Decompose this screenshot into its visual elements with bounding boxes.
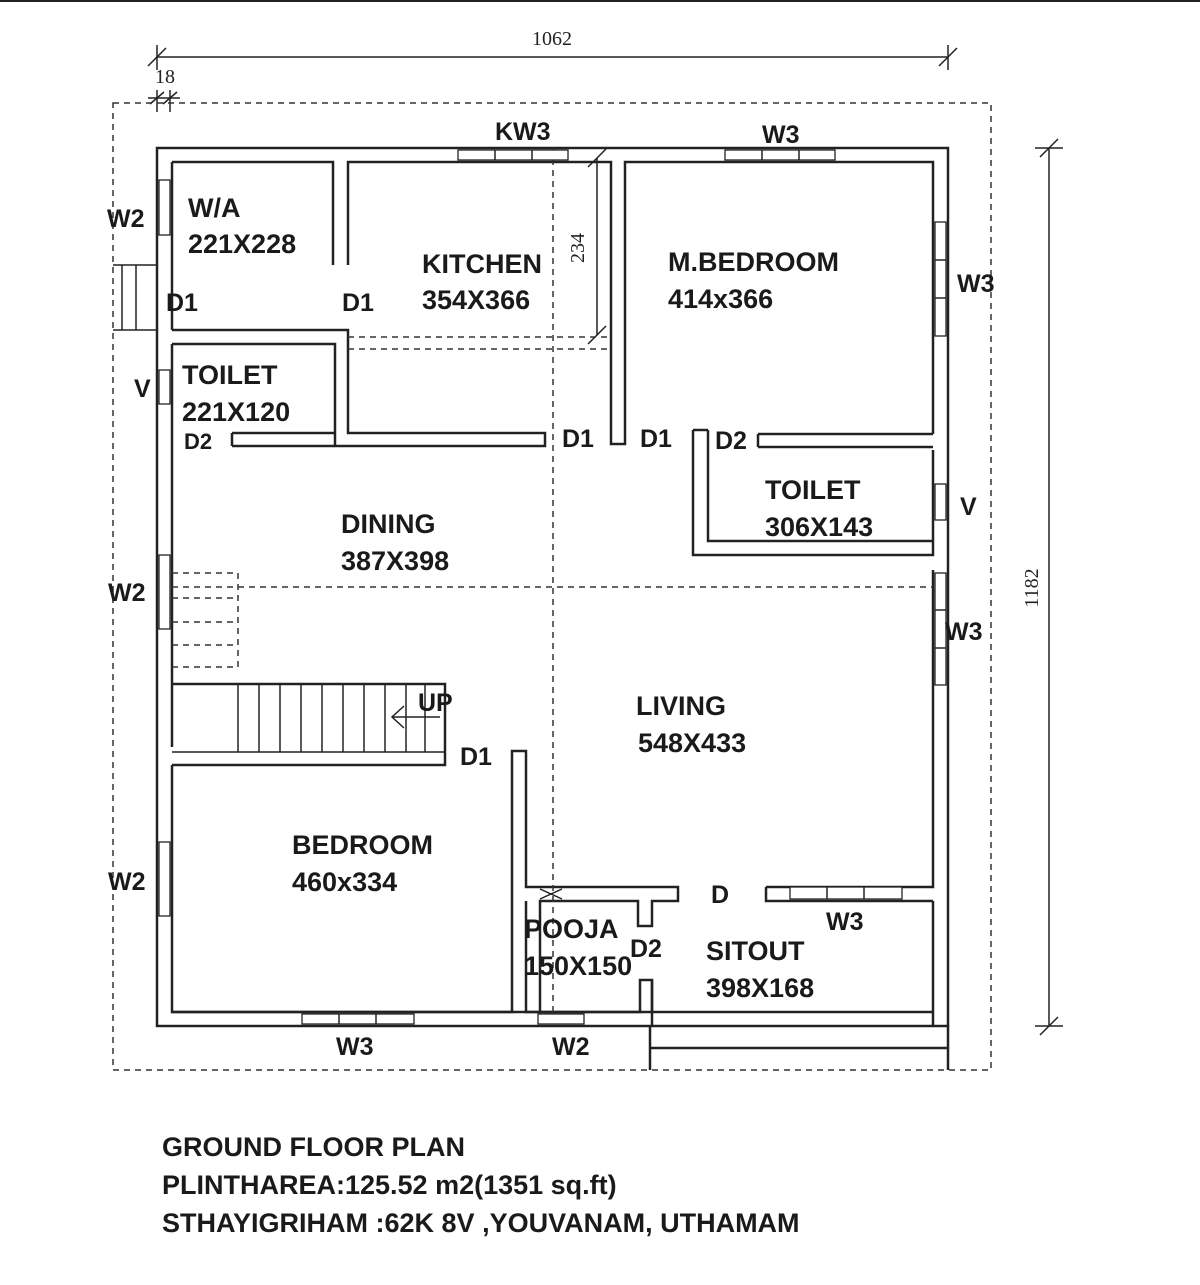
room-name-kitchen: KITCHEN xyxy=(422,249,542,279)
plinth-area: PLINTHAREA:125.52 m2(1351 sq.ft) xyxy=(162,1170,617,1200)
mark-stair-up: UP xyxy=(418,689,453,717)
outer-walls xyxy=(155,146,950,1028)
mark-door-main: D xyxy=(711,881,729,909)
room-size-living: 548X433 xyxy=(638,728,746,758)
plot-boundary xyxy=(112,102,992,1071)
mark-v-left: V xyxy=(134,375,151,403)
mark-d2-toilet-right: D2 xyxy=(715,427,747,455)
mark-v-right: V xyxy=(960,493,977,521)
mark-d1-bedroom: D1 xyxy=(460,743,492,771)
room-name-dining: DINING xyxy=(341,509,436,539)
room-name-toilet-left: TOILET xyxy=(182,360,278,390)
wall-thickness-dimension: 18 xyxy=(155,66,175,88)
room-size-pooja: 150X150 xyxy=(524,951,632,981)
room-size-sitout: 398X168 xyxy=(706,973,814,1003)
room-size-kitchen: 354X366 xyxy=(422,285,530,315)
overall-depth-dimension: 1182 xyxy=(1021,568,1043,607)
room-size-bedroom: 460x334 xyxy=(292,867,397,897)
mark-w3-mbed: W3 xyxy=(957,270,995,298)
room-name-bedroom: BEDROOM xyxy=(292,830,433,860)
overall-width-dimension: 1062 xyxy=(532,28,572,50)
mark-w2-dining: W2 xyxy=(108,579,146,607)
room-size-wa: 221X228 xyxy=(188,229,296,259)
mark-w2-wa: W2 xyxy=(107,205,145,233)
construction-lines xyxy=(172,148,933,1012)
mark-w3-living: W3 xyxy=(945,618,983,646)
mark-d2-toilet-left: D2 xyxy=(184,429,212,454)
staircase xyxy=(172,572,445,753)
room-name-wa: W/A xyxy=(188,193,240,223)
room-size-toilet-right: 306X143 xyxy=(765,512,873,542)
windows xyxy=(158,149,947,1025)
mark-w3-top: W3 xyxy=(762,121,800,149)
mark-kw3: KW3 xyxy=(495,118,551,146)
kitchen-depth-dimension: 234 xyxy=(567,233,589,263)
plan-footer: GROUND FLOOR PLAN PLINTHAREA:125.52 m2(1… xyxy=(162,1128,1062,1242)
mark-w2-bottom: W2 xyxy=(552,1033,590,1061)
room-name-living: LIVING xyxy=(636,691,726,721)
mark-d1-wa: D1 xyxy=(166,289,198,317)
room-name-toilet-right: TOILET xyxy=(765,475,861,505)
room-size-dining: 387X398 xyxy=(341,546,449,576)
room-size-toilet-left: 221X120 xyxy=(182,397,290,427)
room-name-master-bedroom: M.BEDROOM xyxy=(668,247,839,277)
mark-d1-dining: D1 xyxy=(562,425,594,453)
plan-title: GROUND FLOOR PLAN xyxy=(162,1132,465,1162)
room-name-sitout: SITOUT xyxy=(706,936,805,966)
room-name-pooja: POOJA xyxy=(524,914,619,944)
mark-w3-bottom: W3 xyxy=(336,1033,374,1061)
mark-d1-kitchen: D1 xyxy=(342,289,374,317)
mark-w2-bedroom: W2 xyxy=(108,868,146,896)
dimension-lines xyxy=(147,45,1063,1036)
mark-w3-sitout: W3 xyxy=(826,908,864,936)
mark-d1-mbed: D1 xyxy=(640,425,672,453)
sitout-steps xyxy=(113,264,950,1070)
room-size-master-bedroom: 414x366 xyxy=(668,284,773,314)
scheme-info: STHAYIGRIHAM :62K 8V ,YOUVANAM, UTHAMAM xyxy=(162,1208,800,1238)
mark-d2-pooja: D2 xyxy=(630,935,662,963)
